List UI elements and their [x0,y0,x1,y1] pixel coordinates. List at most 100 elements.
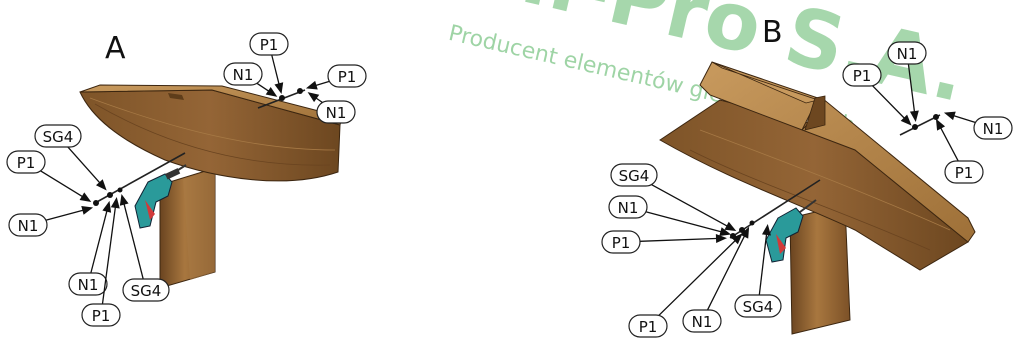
callout-b-p1: P1 [601,230,728,254]
callout-arrowhead [79,192,92,202]
callout-label: N1 [18,217,39,235]
callout-pill [734,294,782,318]
callout-a-n1: N1 [307,92,356,124]
callout-b-p1: P1 [842,63,912,126]
callout-a-p1: P1 [81,196,121,327]
callout-label: SG4 [619,167,650,185]
callout-arrowhead [95,179,107,191]
callout-b-n1: N1 [887,41,927,123]
callout-pill [34,124,82,148]
callout-b-n1: N1 [943,111,1013,140]
callout-arrowhead [761,223,771,236]
callout-leader [66,145,102,185]
callout-leader [706,233,747,311]
callout-b-n1: N1 [608,195,732,236]
callout-arrowhead [731,233,743,245]
callout-a-sg4: SG4 [34,124,107,191]
callout-arrowhead [274,82,284,95]
panel-b-label: B [762,15,783,50]
callout-label: N1 [233,66,254,84]
callout-label: P1 [853,67,872,85]
panel-b-drill-icon [765,199,817,263]
callout-label: N1 [692,313,713,331]
callout-arrowhead [719,227,732,236]
callout-label: P1 [612,234,631,252]
callout-pill [81,303,121,327]
callout-pill [223,62,263,86]
callout-pill [327,64,367,88]
callout-label: N1 [983,120,1004,138]
callout-pill [316,100,356,124]
callout-a-n1: N1 [8,206,94,237]
callout-leader [758,231,768,296]
callout-leader [38,169,85,199]
callout-arrowhead [305,80,318,90]
watermark-brand: Gram-Pro S.A. [332,0,975,120]
callout-a-n1: N1 [68,200,112,296]
callout-label: N1 [897,45,918,63]
callout-arrowhead [909,110,919,123]
callout-leader [657,238,738,317]
callout-a-n1: N1 [223,62,278,97]
callout-leader [122,201,144,280]
callout-pill [682,309,722,333]
callout-leader [639,237,720,242]
callout-label: N1 [326,104,347,122]
callout-pill [601,230,641,254]
callout-label: N1 [78,276,99,294]
callout-pill [842,63,882,87]
panel-b-rod-bottom [729,179,821,239]
callout-pill [6,150,46,174]
callout-b-sg4: SG4 [610,163,737,232]
callout-a-p1: P1 [6,150,92,202]
callout-leader [101,204,117,305]
callout-label: P1 [955,164,974,182]
callout-pill [68,272,108,296]
callout-label: P1 [92,307,111,325]
callout-arrowhead [265,87,278,97]
callout-leader [648,182,730,228]
callout-b-sg4: SG4 [734,223,782,318]
callout-leader [951,114,977,124]
callout-pill [122,278,170,302]
callout-b-p1: P1 [935,118,984,184]
callout-pill [608,195,648,219]
callout-leader [939,125,960,162]
panel-a: A [79,31,343,289]
callout-arrowhead [110,196,120,209]
callout-leader [907,63,916,115]
callout-pill [610,163,658,187]
panel-b: B [659,15,976,335]
callout-arrowhead [715,233,728,243]
callout-a-p1: P1 [249,32,289,95]
callout-leader [271,54,281,87]
callout-arrowhead [102,200,112,213]
callout-arrowhead [119,193,129,206]
panel-a-post [159,167,216,289]
callout-label: P1 [338,68,357,86]
callout-leader [255,81,272,93]
panel-a-label: A [105,31,126,66]
callout-label: P1 [639,318,658,336]
callout-pill [628,314,668,338]
panel-a-drill-icon [134,164,187,229]
callout-arrowhead [307,92,320,103]
callout-label: P1 [260,36,279,54]
callout-pill [887,41,927,65]
callout-leader [90,208,109,274]
callout-leader [870,84,907,121]
callout-arrowhead [724,221,737,232]
callout-label: SG4 [131,282,162,300]
callout-leader [645,210,724,234]
callout-leader [45,208,86,221]
callout-arrowhead [81,206,94,215]
callout-arrowhead [740,226,750,239]
callout-a-p1: P1 [305,64,367,90]
panel-b-beam [659,61,976,271]
callout-pill [8,213,48,237]
callout-a-sg4: SG4 [119,193,170,302]
callout-pill [249,32,289,56]
callout-arrowhead [935,118,946,131]
